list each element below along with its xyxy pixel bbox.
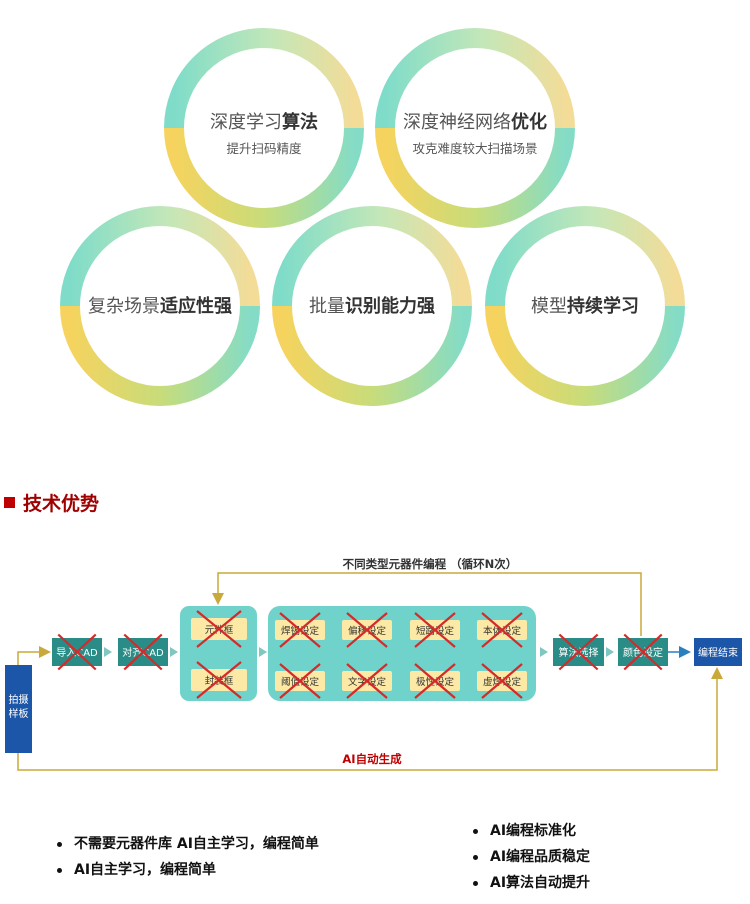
ai-generate-label: AI自动生成 — [342, 752, 402, 766]
ring-arc-top — [272, 206, 472, 307]
list-item: AI编程品质稳定 — [470, 844, 590, 870]
ring-arc-bottom — [164, 127, 364, 228]
ring-title: 深度神经网络优化 — [403, 111, 547, 133]
cross-mark — [279, 663, 321, 699]
ring-title: 复杂场景适应性强 — [88, 295, 232, 317]
ring-title: 模型持续学习 — [531, 295, 639, 317]
ring-arc-bottom — [60, 305, 260, 406]
cross-mark — [196, 610, 242, 648]
ring-diagram: 深度学习算法提升扫码精度深度神经网络优化攻克难度较大扫描场景复杂场景适应性强批量… — [60, 28, 685, 406]
cross-mark — [414, 612, 456, 648]
ring-3: 复杂场景适应性强 — [60, 206, 260, 406]
cross-mark — [481, 612, 523, 648]
flow-arrow — [606, 647, 614, 657]
list-item: AI编程标准化 — [470, 818, 590, 844]
cross-mark — [623, 633, 663, 671]
ai-generate-connector — [17, 667, 723, 771]
loop-connector — [212, 572, 642, 636]
flow-arrow — [259, 647, 267, 657]
loop-label: 不同类型元器件编程 （循环N次） — [343, 557, 518, 571]
list-item: AI算法自动提升 — [470, 870, 590, 896]
ring-subtitle: 提升扫码精度 — [226, 141, 302, 156]
cross-mark — [123, 633, 163, 671]
advantages-list-left: 不需要元器件库 AI自主学习，编程简单 AI自主学习，编程简单 — [54, 831, 319, 883]
ring-arc-bottom — [272, 305, 472, 406]
flow-diagram: 不同类型元器件编程 （循环N次） AI自动生成 拍摄 样板 导入CAD对齐CAD… — [5, 557, 742, 771]
advantages-list-right: AI编程标准化 AI编程品质稳定 AI算法自动提升 — [470, 818, 590, 896]
flow-arrow — [170, 647, 178, 657]
ring-arc-top — [485, 206, 685, 307]
ring-arc-bottom — [485, 305, 685, 406]
end-label: 编程结束 — [698, 646, 738, 659]
ring-arc-top — [375, 28, 575, 129]
ring-5: 模型持续学习 — [485, 206, 685, 406]
ring-arc-bottom — [375, 127, 575, 228]
settings-panel — [268, 606, 536, 701]
cross-mark — [346, 663, 388, 699]
end-node — [694, 638, 742, 666]
start-node — [5, 665, 32, 753]
cross-mark — [558, 633, 599, 671]
ring-arc-top — [60, 206, 260, 307]
ring-subtitle: 攻克难度较大扫描场景 — [412, 141, 537, 156]
cross-mark — [279, 612, 321, 648]
start-connector — [17, 646, 51, 668]
cross-mark — [346, 612, 388, 648]
cross-mark — [414, 663, 456, 699]
cross-mark — [57, 633, 97, 671]
section-heading: 技术优势 — [4, 489, 99, 515]
flow-arrow — [104, 647, 112, 657]
ring-title: 深度学习算法 — [210, 111, 318, 133]
ring-arc-top — [164, 28, 364, 129]
cross-mark — [481, 663, 523, 699]
step-arrows — [104, 647, 614, 657]
ring-4: 批量识别能力强 — [272, 206, 472, 406]
start-label-line1: 拍摄 — [9, 693, 29, 706]
list-item: 不需要元器件库 AI自主学习，编程简单 — [54, 831, 319, 857]
cross-mark — [196, 661, 242, 699]
section-title: 技术优势 — [23, 492, 100, 515]
list-item: AI自主学习，编程简单 — [54, 857, 319, 883]
ring-title: 批量识别能力强 — [309, 295, 435, 317]
section-marker — [4, 496, 15, 508]
flow-arrow — [540, 647, 548, 657]
start-label-line2: 样板 — [9, 707, 29, 720]
cross-marks — [57, 610, 663, 699]
